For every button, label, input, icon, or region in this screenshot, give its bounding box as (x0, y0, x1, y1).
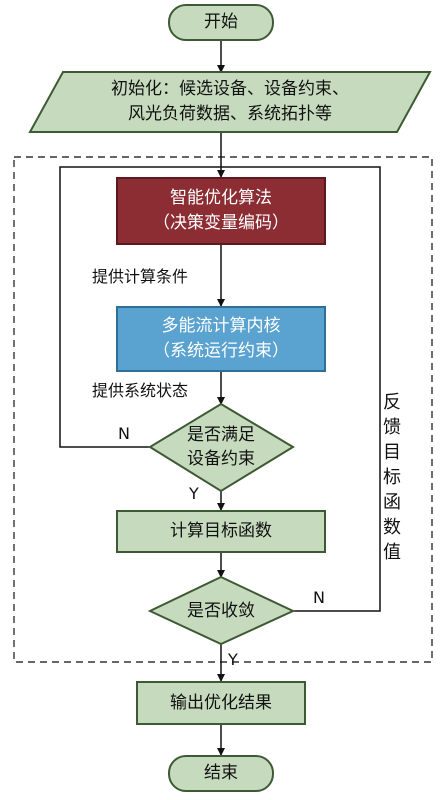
init-line2: 风光负荷数据、系统拓扑等 (128, 104, 332, 124)
feedback-label: 反馈目标函数值 (383, 392, 401, 563)
check-line2: 设备约束 (187, 449, 255, 469)
dashed-loop-boundary (13, 156, 433, 663)
end-node: 结束 (168, 755, 274, 792)
multi-energy-flow-core-node: 多能流计算内核 （系统运行约束） (116, 306, 326, 372)
converge-no-label: N (313, 588, 325, 607)
algo-line2: （决策变量编码） (153, 213, 289, 233)
convergence-text: 是否收敛 (165, 599, 277, 623)
output-label: 输出优化结果 (170, 692, 272, 713)
core-line1: 多能流计算内核 (161, 316, 281, 336)
constraint-check-diamond (148, 402, 295, 493)
converge-label: 是否收敛 (187, 601, 255, 621)
provide-state-label: 提供系统状态 (92, 381, 189, 400)
algo-line1: 智能优化算法 (170, 188, 272, 208)
constraint-no-label: N (118, 424, 130, 443)
optimization-algorithm-node: 智能优化算法 （决策变量编码） (116, 177, 326, 245)
end-label: 结束 (204, 763, 238, 783)
init-parallelogram (28, 71, 432, 133)
start-label: 开始 (204, 12, 238, 32)
init-node: 初始化：候选设备、设备约束、 风光负荷数据、系统拓扑等 (45, 74, 415, 130)
output-result-node: 输出优化结果 (136, 681, 306, 725)
loop-constraint-no (59, 166, 221, 448)
core-line2: （系统运行约束） (153, 341, 289, 361)
loop-converge-no (221, 166, 381, 612)
converge-yes-label: Y (228, 650, 238, 669)
init-line1: 初始化：候选设备、设备约束、 (111, 79, 349, 99)
convergence-diamond (147, 575, 296, 646)
constraint-check-text: 是否满足 设备约束 (165, 423, 277, 471)
provide-calc-label: 提供计算条件 (92, 267, 189, 286)
calc-label: 计算目标函数 (170, 521, 272, 541)
check-line1: 是否满足 (187, 425, 255, 445)
start-node: 开始 (168, 4, 274, 41)
calculate-objective-node: 计算目标函数 (116, 510, 326, 553)
constraint-yes-label: Y (189, 484, 199, 503)
